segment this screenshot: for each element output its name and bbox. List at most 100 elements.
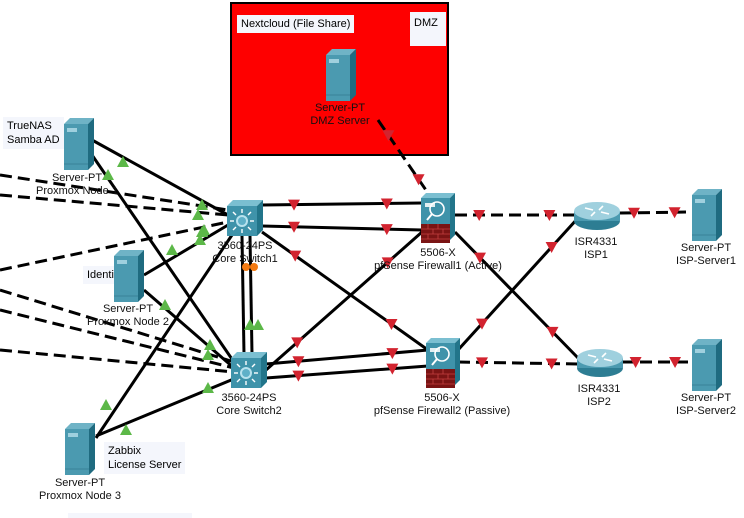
link-proxmox-node-2-core-switch-2[interactable] — [143, 288, 235, 370]
link-up-indicator — [192, 209, 204, 220]
router-icon — [576, 348, 624, 378]
device-proxmox-node-2[interactable] — [112, 250, 146, 302]
firewall-icon — [421, 193, 455, 243]
link-down-indicator — [381, 257, 394, 269]
link-core-switch-2-firewall-1[interactable] — [265, 230, 423, 372]
link-core-switch-2-firewall-2[interactable] — [265, 348, 429, 366]
link-up-indicator — [244, 319, 256, 330]
link-down-indicator — [292, 356, 305, 368]
nextcloud-note[interactable]: Nextcloud (File Share) — [237, 15, 355, 33]
firewall-1-label: 5506-X pfSense Firewall1 (Active) — [374, 247, 502, 272]
link-up-indicator — [196, 199, 208, 210]
link-down-indicator — [292, 370, 305, 382]
link-down-indicator — [385, 319, 398, 331]
isp-server-1-label: Server-PT ISP-Server1 — [676, 242, 736, 267]
link-up-indicator — [252, 319, 264, 330]
link-core-switch-1-core-switch-2[interactable] — [240, 235, 246, 355]
isp-2-label: ISR4331 ISP2 — [577, 383, 621, 408]
link-proxmox-node-2-core-switch-1[interactable] — [143, 223, 229, 277]
link-up-indicator — [204, 339, 216, 350]
link-offscreen-c-core-switch-1[interactable] — [0, 220, 229, 272]
link-down-indicator — [473, 210, 486, 221]
server-icon — [62, 118, 96, 170]
isp-server-2-label: Server-PT ISP-Server2 — [676, 392, 736, 417]
link-down-indicator — [288, 199, 300, 211]
device-proxmox-node-1[interactable] — [62, 118, 96, 170]
device-firewall-2[interactable] — [426, 338, 460, 388]
link-up-indicator — [202, 349, 214, 360]
link-up-indicator — [100, 399, 112, 410]
link-proxmox-node-1-core-switch-2[interactable] — [90, 154, 238, 366]
link-firewall-2-isp-2[interactable] — [457, 360, 579, 366]
link-offscreen-e-core-switch-2[interactable] — [0, 308, 235, 370]
isp-1-label: ISR4331 ISP1 — [574, 236, 618, 261]
link-offscreen-b-core-switch-1[interactable] — [0, 193, 229, 217]
proxmox-node-3-label: Server-PT Proxmox Node 3 — [39, 477, 121, 502]
link-down-indicator — [412, 174, 425, 186]
link-up-indicator — [202, 382, 214, 393]
firewall-icon — [426, 338, 460, 388]
link-firewall-2-isp-1[interactable] — [456, 216, 580, 352]
zabbix-note[interactable]: Zabbix License Server — [104, 442, 186, 474]
link-offscreen-f-core-switch-2[interactable] — [0, 348, 235, 374]
link-down-indicator — [291, 337, 304, 349]
link-down-indicator — [289, 250, 302, 262]
link-core-switch-1-core-switch-2[interactable] — [248, 235, 254, 355]
dmz-server-label: Server-PT DMZ Server — [310, 102, 370, 127]
partial-note[interactable] — [68, 513, 192, 518]
server-icon — [690, 339, 724, 391]
link-down-indicator — [545, 242, 558, 254]
multilayer-switch-icon — [227, 200, 263, 236]
device-firewall-1[interactable] — [421, 193, 455, 243]
proxmox-node-2-label: Server-PT Proxmox Node 2 — [87, 303, 169, 328]
server-icon — [324, 49, 358, 101]
link-down-indicator — [476, 318, 488, 330]
firewall-2-label: 5506-X pfSense Firewall2 (Passive) — [373, 392, 511, 417]
core-switch-1-label: 3560-24PS Core Switch1 — [212, 240, 278, 265]
link-firewall-1-dmz-server[interactable] — [376, 119, 432, 197]
router-icon — [573, 201, 621, 231]
device-dmz-server[interactable] — [324, 49, 358, 101]
link-down-indicator — [546, 326, 559, 338]
link-core-switch-1-firewall-1[interactable] — [261, 201, 423, 207]
dmz-title[interactable]: DMZ — [410, 12, 446, 46]
link-down-indicator — [386, 348, 399, 360]
link-offscreen-d-core-switch-2[interactable] — [0, 288, 235, 364]
link-down-indicator — [668, 207, 681, 219]
link-down-indicator — [380, 198, 393, 210]
link-up-indicator — [198, 224, 210, 235]
device-proxmox-node-3[interactable] — [63, 423, 97, 475]
link-up-indicator — [159, 299, 171, 310]
link-up-indicator — [166, 244, 178, 255]
device-core-switch-1[interactable] — [227, 200, 263, 236]
device-isp-1[interactable] — [573, 201, 621, 231]
link-up-indicator — [117, 156, 129, 167]
device-isp-server-2[interactable] — [690, 339, 724, 391]
link-offscreen-a-core-switch-1[interactable] — [0, 173, 229, 212]
link-down-indicator — [628, 207, 640, 219]
device-core-switch-2[interactable] — [231, 352, 267, 388]
link-up-indicator — [194, 234, 206, 245]
link-proxmox-node-1-core-switch-1[interactable] — [91, 138, 229, 217]
server-icon — [63, 423, 97, 475]
link-blocking-indicator — [250, 263, 258, 271]
link-core-switch-1-firewall-1[interactable] — [261, 224, 423, 232]
device-isp-2[interactable] — [576, 348, 624, 378]
link-down-indicator — [474, 252, 486, 264]
link-down-indicator — [380, 224, 393, 236]
device-isp-server-1[interactable] — [690, 189, 724, 241]
truenas-note[interactable]: TrueNAS Samba AD — [3, 117, 64, 149]
link-down-indicator — [629, 357, 642, 368]
link-down-indicator — [669, 357, 682, 368]
link-proxmox-node-3-core-switch-1[interactable] — [94, 231, 236, 439]
link-proxmox-node-3-core-switch-2[interactable] — [95, 376, 237, 438]
multilayer-switch-icon — [231, 352, 267, 388]
link-up-indicator — [120, 424, 132, 435]
link-blocking-indicator — [242, 263, 250, 271]
link-core-switch-2-firewall-2[interactable] — [265, 364, 429, 380]
server-icon — [690, 189, 724, 241]
proxmox-node-1-label: Server-PT Proxmox Node 1 — [36, 172, 118, 197]
link-core-switch-1-firewall-2[interactable] — [261, 230, 429, 352]
